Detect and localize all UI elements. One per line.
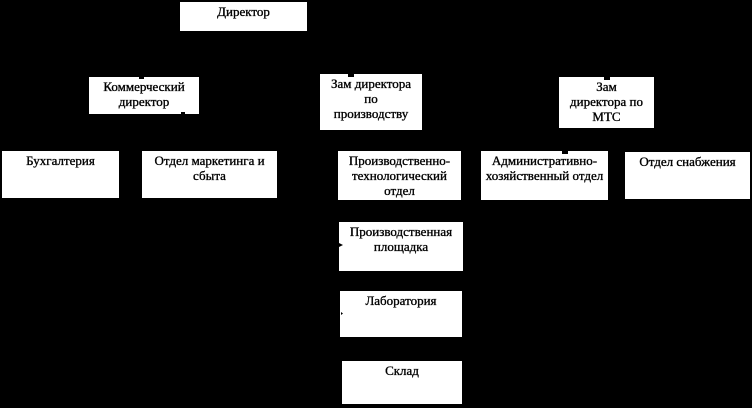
- org-node-label-director: Директор: [217, 4, 270, 19]
- org-node-production-deputy: Зам директора по производству: [320, 74, 422, 130]
- org-node-commercial-director: Коммерческий директор: [89, 77, 199, 114]
- org-node-supply: Отдел снабжения: [625, 152, 750, 199]
- connector-stub-into-mts-top: [604, 77, 610, 80]
- org-node-label-production-deputy: Зам директора по производству: [330, 76, 412, 121]
- connector-stub-from-commercial-bottom: [181, 112, 185, 114]
- connector-stub-into-admin-top: [562, 151, 568, 154]
- org-node-label-supply: Отдел снабжения: [639, 154, 736, 169]
- org-node-admin-services: Административно- хозяйственный отдел: [481, 151, 608, 200]
- org-node-marketing-sales: Отдел маркетинга и сбыта: [142, 151, 277, 198]
- org-node-production-tech: Производственно- технологический отдел: [338, 151, 461, 200]
- connector-stub-into-laboratory-left: [341, 312, 343, 315]
- org-node-accounting: Бухгалтерия: [2, 151, 119, 198]
- org-node-laboratory: Лаборатория: [340, 291, 462, 337]
- org-node-label-production-tech: Производственно- технологический отдел: [348, 153, 451, 198]
- org-node-label-laboratory: Лаборатория: [365, 293, 437, 308]
- org-node-mts-deputy: Зам директора по МТС: [559, 77, 654, 128]
- org-node-label-production-site: Производственная площадка: [349, 224, 453, 254]
- connector-stub-into-production-top: [348, 74, 354, 77]
- org-node-label-accounting: Бухгалтерия: [26, 153, 95, 168]
- org-node-label-admin-services: Административно- хозяйственный отдел: [485, 153, 604, 183]
- connector-stub-into-production-site-left: [339, 243, 343, 247]
- org-node-production-site: Производственная площадка: [339, 222, 463, 271]
- org-node-label-commercial-director: Коммерческий директор: [103, 79, 185, 109]
- org-node-label-mts-deputy: Зам директора по МТС: [570, 79, 643, 124]
- org-node-director: Директор: [180, 2, 307, 31]
- org-node-label-marketing-sales: Отдел маркетинга и сбыта: [154, 153, 265, 183]
- org-node-label-warehouse: Склад: [385, 363, 419, 378]
- org-node-warehouse: Склад: [342, 361, 462, 404]
- connector-stub-into-commercial-top: [139, 77, 144, 79]
